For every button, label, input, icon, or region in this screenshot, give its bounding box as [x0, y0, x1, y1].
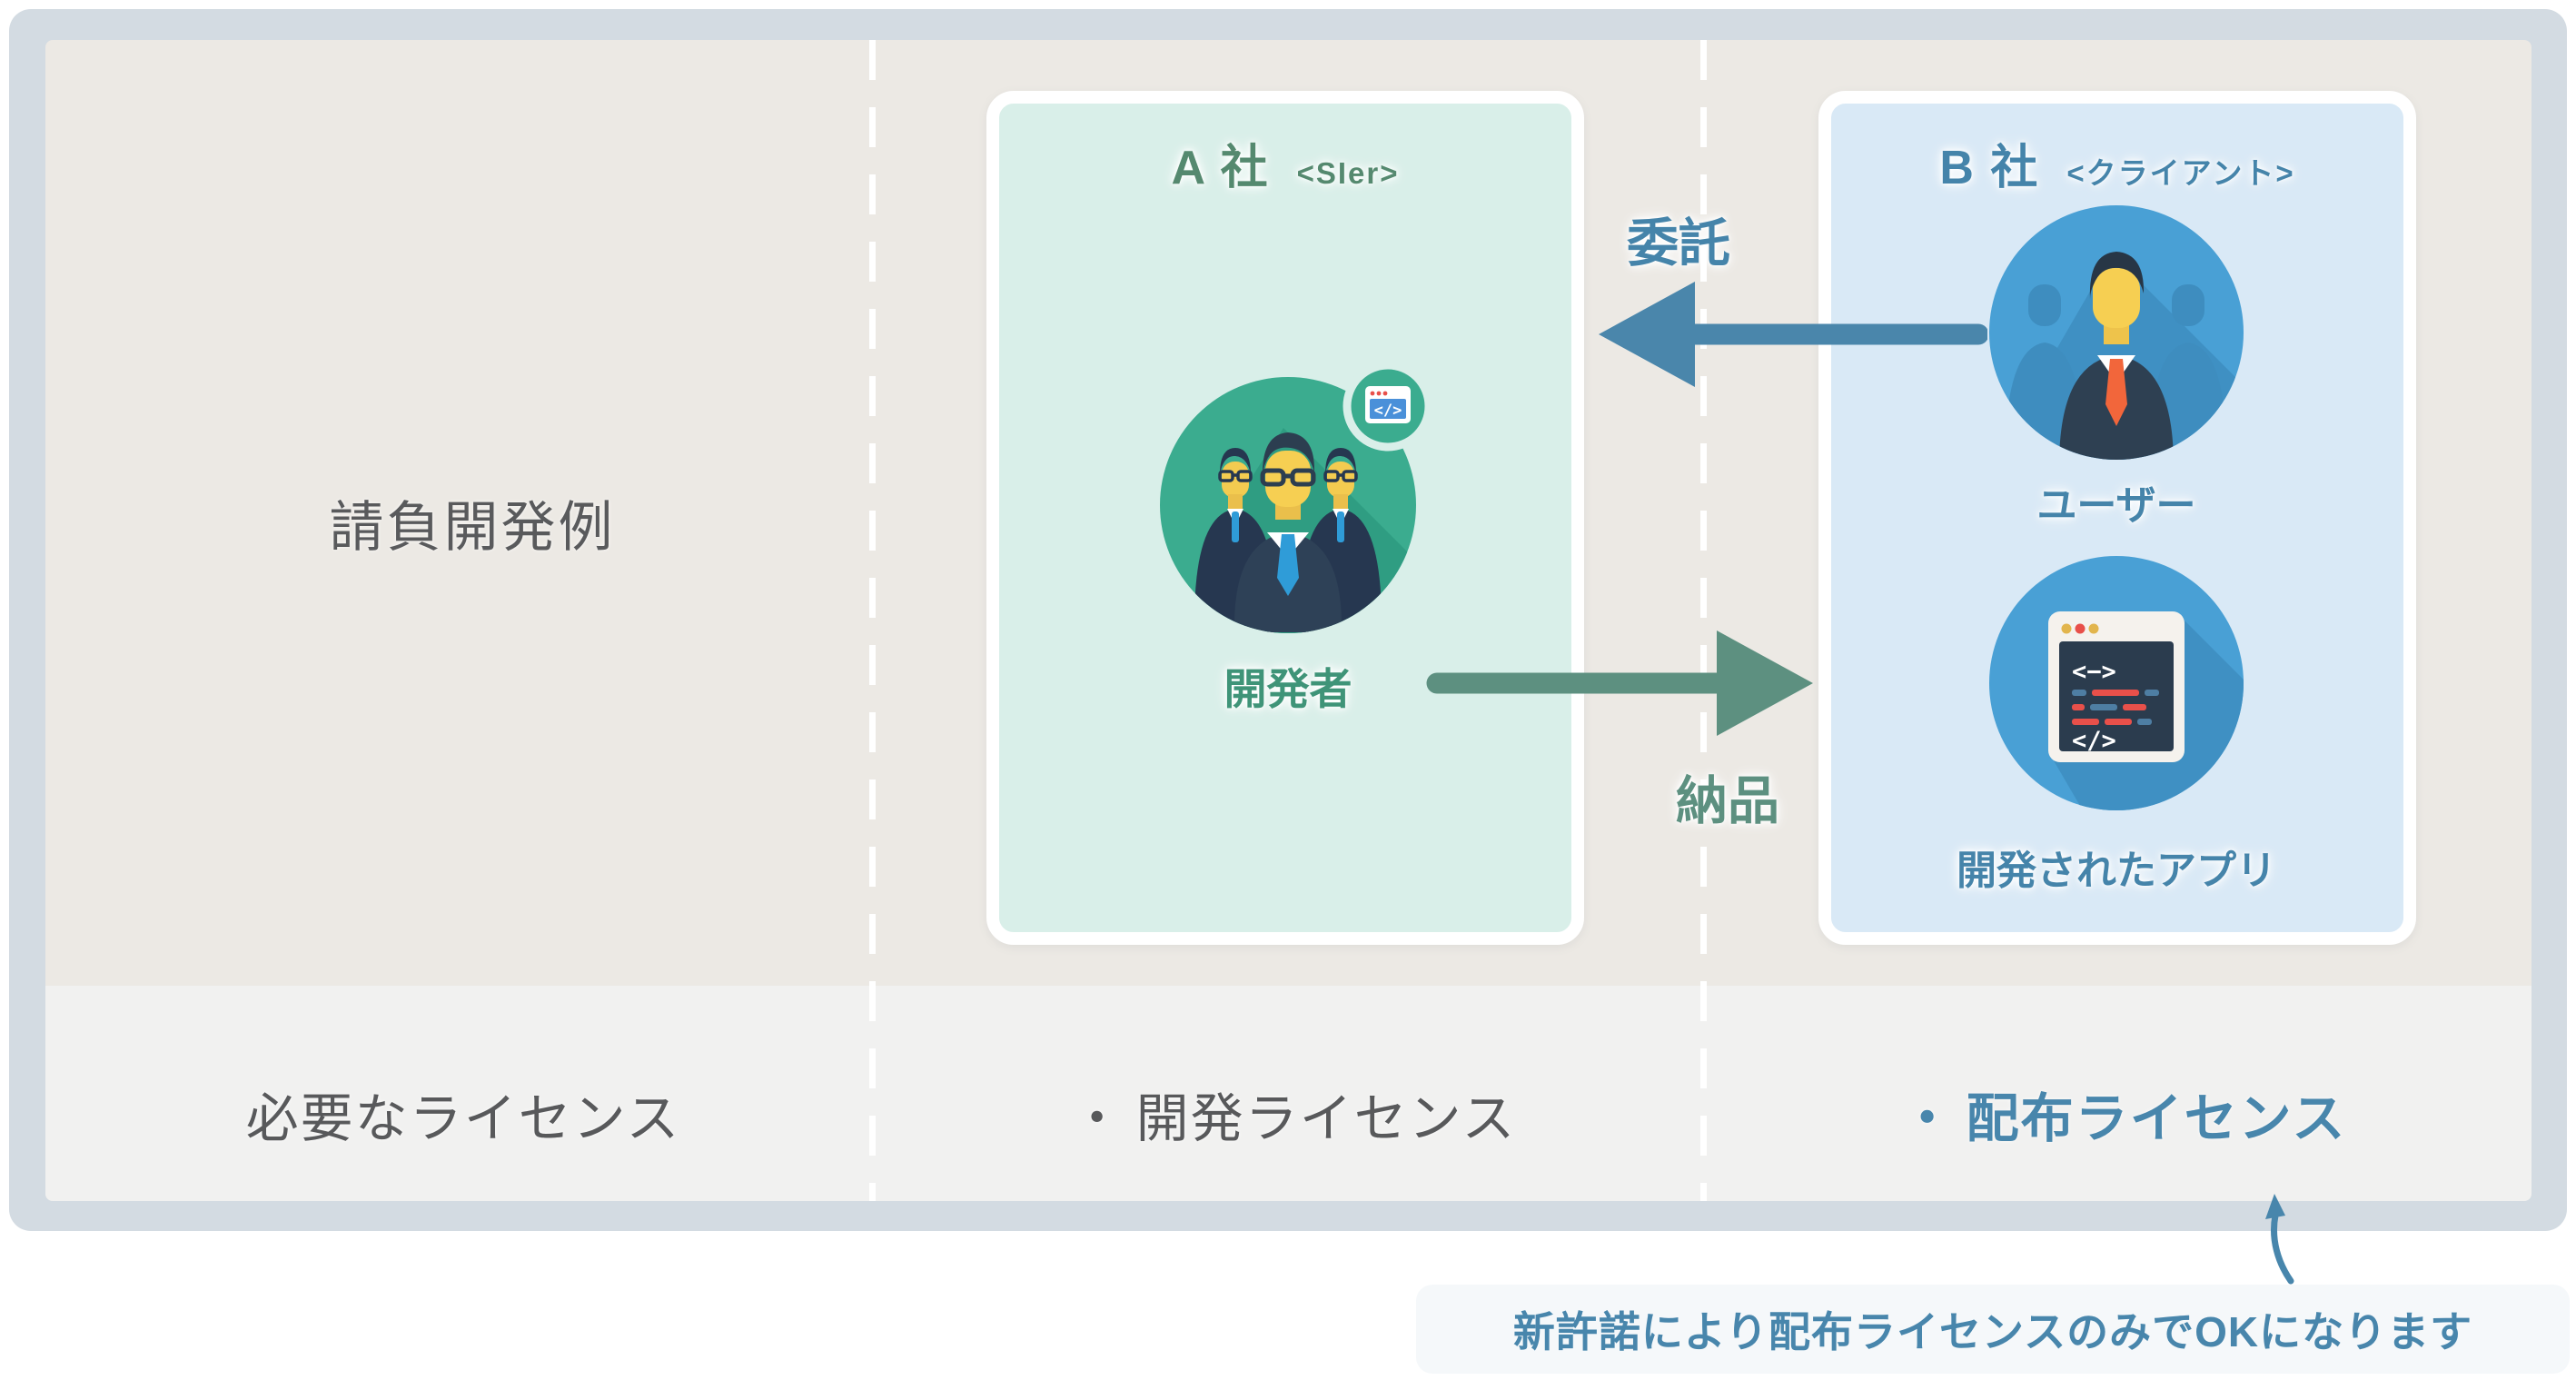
company-a-title: A 社 <SIer>	[1172, 129, 1400, 197]
company-b-name: B 社	[1939, 142, 2040, 194]
company-b-title: B 社 <クライアント>	[1939, 129, 2294, 197]
development-license-label: 開発ライセンス	[1135, 1089, 1517, 1148]
distribution-license-item: ・配布ライセンス	[1901, 1076, 2347, 1152]
app-code-top-glyph: <−>	[2072, 658, 2116, 686]
annotation-curved-arrow	[2265, 1194, 2294, 1285]
delivery-arrow-label: 納品	[1676, 772, 1779, 830]
developer-center	[1234, 432, 1342, 632]
user-label: ユーザー	[2036, 483, 2196, 528]
developed-app-label: 開発されたアプリ	[1957, 849, 2276, 893]
license-row	[45, 986, 2531, 1201]
company-b-role: <クライアント>	[2066, 156, 2295, 190]
development-license-bullet: ・	[1070, 1089, 1125, 1148]
app-code-lines	[2072, 690, 2159, 725]
developed-app-icon: <−> </>	[1989, 556, 2244, 810]
example-row-label: 請負開発例	[329, 497, 616, 558]
user-person	[2059, 252, 2174, 460]
column-divider-2	[1700, 40, 1707, 1201]
annotation-box: 新許諾により配布ライセンスのみでOKになります	[1416, 1285, 2570, 1374]
distribution-license-bullet: ・	[1900, 1089, 1956, 1148]
business-user-icon	[1989, 205, 2244, 460]
development-license-item: ・開発ライセンス	[1071, 1076, 1517, 1152]
code-badge-glyph: </>	[1374, 402, 1402, 420]
column-divider-1	[869, 40, 876, 1201]
developers-icon: </>	[1160, 361, 1429, 633]
annotation-text: 新許諾により配布ライセンスのみでOKになります	[1512, 1308, 2473, 1355]
code-badge-icon: </>	[1342, 361, 1429, 452]
app-window: <−> </>	[2048, 611, 2185, 762]
app-code-bottom-glyph: </>	[2072, 727, 2116, 755]
required-license-label: 必要なライセンス	[245, 1089, 681, 1148]
delivery-arrow	[1426, 630, 1813, 736]
developer-label: 開発者	[1224, 665, 1352, 713]
commission-arrow-label: 委託	[1627, 214, 1730, 273]
commission-arrow	[1599, 282, 1987, 387]
company-a-role: <SIer>	[1296, 156, 1400, 190]
company-a-name: A 社	[1171, 142, 1270, 194]
distribution-license-label: 配布ライセンス	[1966, 1089, 2347, 1148]
